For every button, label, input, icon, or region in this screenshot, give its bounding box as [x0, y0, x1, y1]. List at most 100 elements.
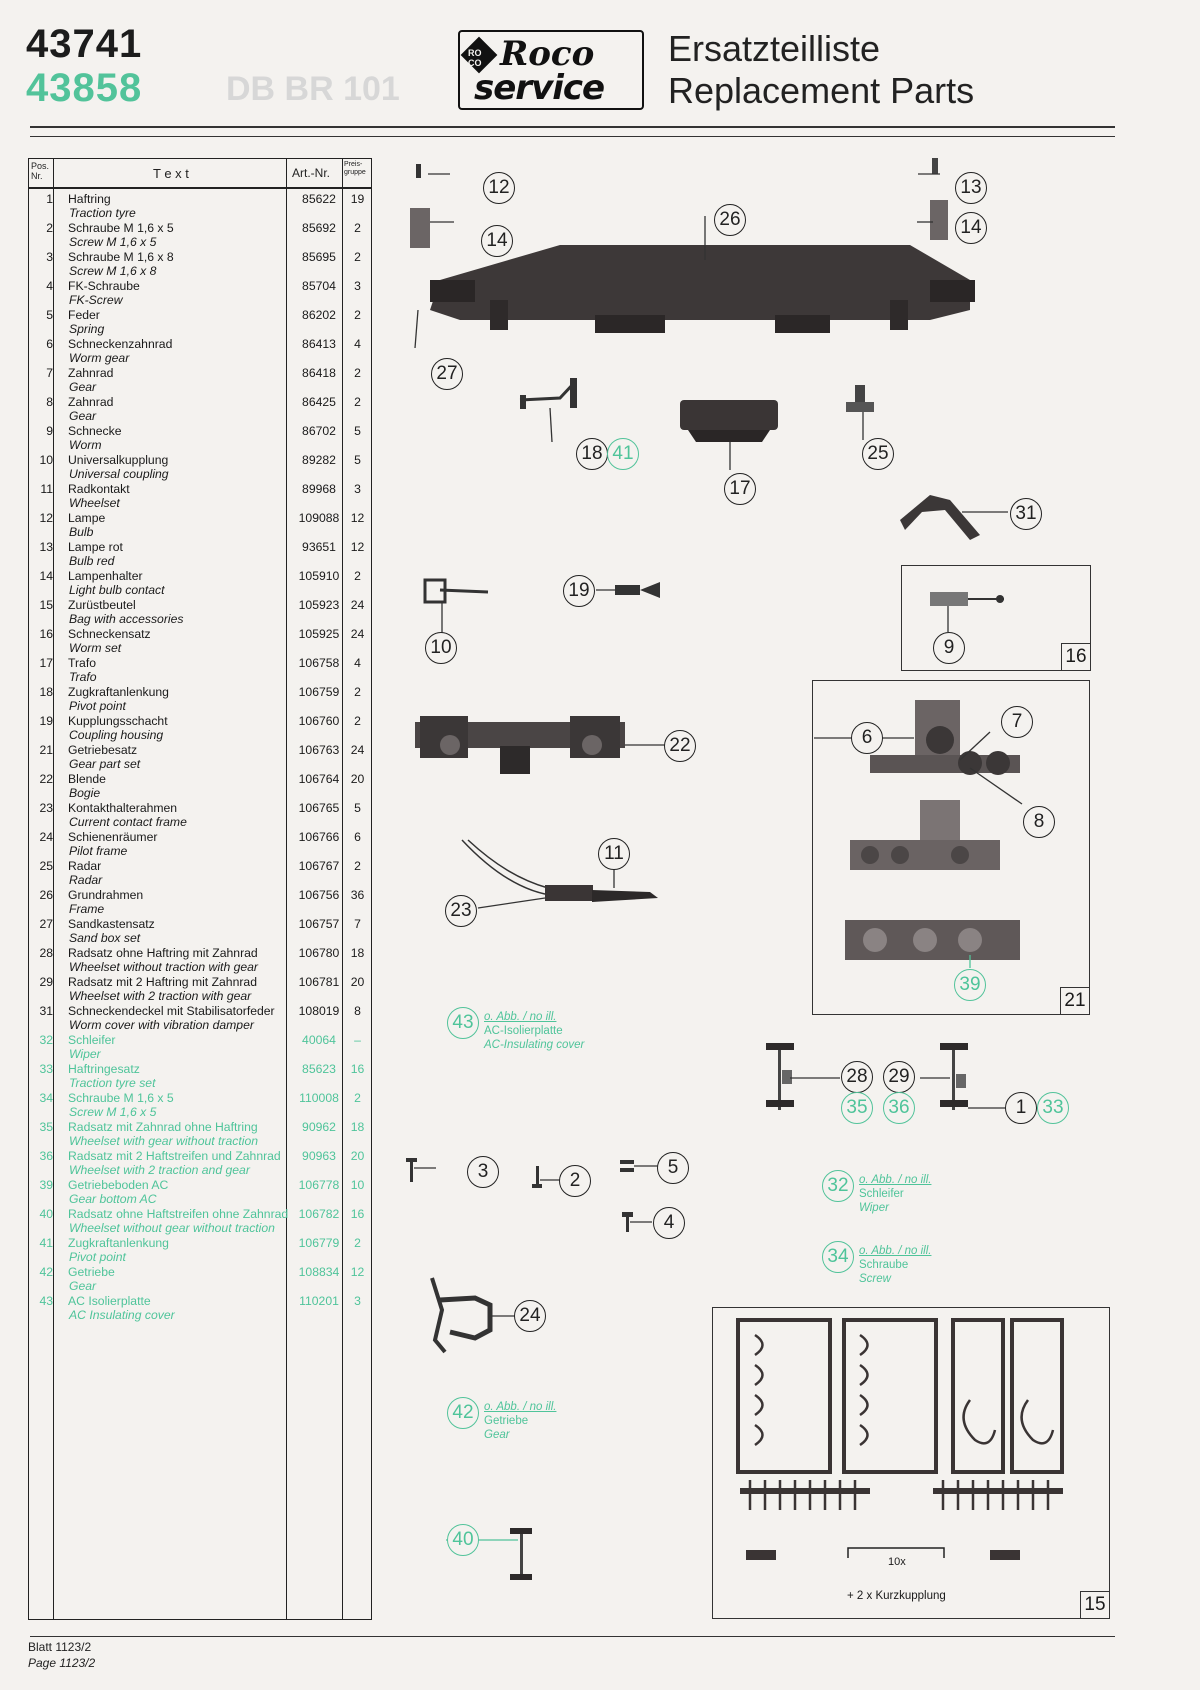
text-de-cell: Schienenräumer — [68, 830, 158, 844]
art-no-cell: 106780 — [298, 946, 340, 960]
article-number-secondary: 43858 — [26, 66, 143, 110]
text-en-cell: Screw M 1,6 x 5 — [69, 235, 157, 249]
price-group-cell: 2 — [354, 308, 361, 322]
parts-table: Pos. Nr. T e x t Art.-Nr. Preis-gruppe 1… — [28, 158, 372, 1620]
callout-33: 33 — [1037, 1092, 1069, 1124]
text-en-cell: Worm — [69, 438, 102, 452]
pos-cell: 40 — [39, 1207, 53, 1221]
pivot-radar-trafo-drawing — [519, 378, 874, 442]
text-en-cell: FK-Screw — [69, 293, 123, 307]
text-en-cell: Wheelset — [69, 496, 120, 510]
pos-cell: 9 — [46, 424, 53, 438]
price-group-cell: 36 — [350, 888, 365, 902]
note-34: o. Abb. / no ill. Schraube Screw — [859, 1244, 931, 1286]
art-no-cell: 105923 — [298, 598, 340, 612]
text-en-cell: Pivot point — [69, 699, 126, 713]
callout-43: 43 — [447, 1007, 479, 1039]
text-en-cell: Screw M 1,6 x 8 — [69, 264, 157, 278]
text-de-cell: Sandkastensatz — [68, 917, 155, 931]
art-no-cell: 106758 — [298, 656, 340, 670]
price-group-cell: 2 — [354, 1236, 361, 1250]
logo-roco-text: Roco — [500, 34, 595, 74]
box-number-21: 21 — [1060, 987, 1089, 1014]
pos-cell: 35 — [39, 1120, 53, 1134]
pos-cell: 32 — [39, 1033, 53, 1047]
pos-cell: 42 — [39, 1265, 53, 1279]
exploded-diagram — [406, 158, 1064, 1580]
callout-39: 39 — [954, 969, 986, 1001]
price-group-cell: 12 — [350, 511, 365, 525]
text-en-cell: Trafo — [69, 670, 97, 684]
pos-cell: 2 — [46, 221, 53, 235]
callout-2: 2 — [559, 1165, 591, 1197]
text-de-cell: Kontakthalterahmen — [68, 801, 178, 815]
pos-cell: 11 — [40, 482, 53, 496]
text-de-cell: Lampe rot — [68, 540, 123, 554]
art-no-cell: 106766 — [298, 830, 340, 844]
text-en-cell: Gear — [69, 1279, 97, 1293]
price-group-cell: 5 — [354, 801, 361, 815]
art-no-cell: 106757 — [298, 917, 340, 931]
art-no-cell: 108834 — [298, 1265, 340, 1279]
art-no-cell: 85623 — [302, 1062, 336, 1076]
pos-cell: 1 — [46, 192, 53, 206]
logo-service-text: service — [474, 68, 605, 108]
art-no-cell: 90963 — [302, 1149, 336, 1163]
pos-cell: 7 — [46, 366, 53, 380]
pos-cell: 31 — [39, 1004, 53, 1018]
callout-9: 9 — [933, 632, 965, 664]
text-de-cell: Zahnrad — [68, 366, 114, 380]
pos-cell: 8 — [46, 395, 53, 409]
text-en-cell: Sand box set — [69, 931, 141, 945]
art-no-cell: 106779 — [298, 1236, 340, 1250]
title-english: Replacement Parts — [668, 70, 975, 111]
art-no-cell: 89968 — [302, 482, 336, 496]
art-no-cell: 106782 — [298, 1207, 340, 1221]
text-en-cell: Current contact frame — [69, 815, 187, 829]
art-no-cell: 85704 — [302, 279, 336, 293]
pos-cell: 39 — [39, 1178, 53, 1192]
screws-drawing — [406, 1158, 634, 1232]
text-en-cell: Gear part set — [69, 757, 141, 771]
note-42: o. Abb. / no ill. Getriebe Gear — [484, 1400, 556, 1442]
price-group-cell: 2 — [354, 1091, 361, 1105]
text-de-cell: Radkontakt — [68, 482, 130, 496]
text-de-cell: FK-Schraube — [68, 279, 140, 293]
roco-service-logo: RO CO Roco service — [458, 30, 644, 110]
price-group-cell: 12 — [350, 540, 365, 554]
note-text-de: Getriebe — [484, 1415, 529, 1427]
callout-12: 12 — [483, 172, 515, 204]
callout-29: 29 — [883, 1061, 915, 1093]
col-header-pos: Pos. Nr. — [31, 161, 50, 181]
price-group-cell: 24 — [350, 627, 365, 641]
note-text-de: Schraube — [859, 1259, 909, 1271]
note-text-de: Schleifer — [859, 1188, 904, 1200]
price-group-cell: 2 — [354, 366, 361, 380]
callout-10: 10 — [425, 632, 457, 664]
callout-26: 26 — [714, 204, 746, 236]
pos-cell: 18 — [39, 685, 53, 699]
price-group-cell: 12 — [350, 1265, 365, 1279]
callout-32: 32 — [822, 1170, 854, 1202]
text-de-cell: Radar — [68, 859, 102, 873]
callout-25: 25 — [862, 438, 894, 470]
accessories-set-drawing — [736, 1318, 1064, 1560]
pos-cell: 36 — [39, 1149, 53, 1163]
art-no-cell: 90962 — [302, 1120, 336, 1134]
text-en-cell: Gear bottom AC — [69, 1192, 157, 1206]
text-de-cell: Schneckensatz — [68, 627, 151, 641]
text-de-cell: Grundrahmen — [68, 888, 144, 902]
price-group-cell: – — [354, 1033, 361, 1047]
text-en-cell: Spring — [69, 322, 105, 336]
callout-18: 18 — [576, 438, 608, 470]
price-group-cell: 2 — [354, 714, 361, 728]
